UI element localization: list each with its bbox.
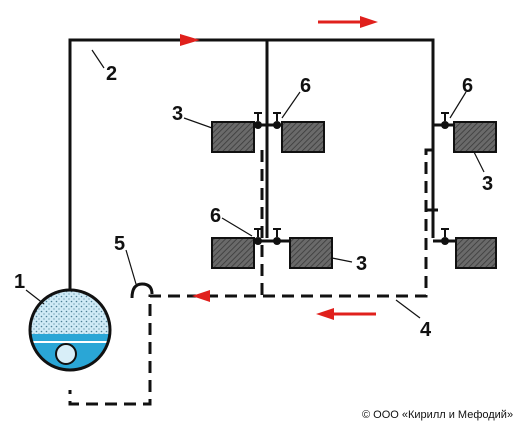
label-expansion: 5 [114, 233, 125, 255]
valve-icon [441, 237, 449, 245]
expansion-hook [130, 282, 154, 299]
label-return-pipe: 4 [420, 319, 432, 341]
arrow-left-icon [192, 290, 210, 302]
radiator-bottom-middle-b [289, 237, 333, 269]
valve-icon [254, 121, 262, 129]
label-radiator-top-left: 3 [172, 103, 183, 125]
copyright-text: © ООО «Кирилл и Мефодий» [362, 409, 513, 421]
return-main-pipe [68, 148, 433, 406]
label-radiator-top-right: 3 [482, 173, 493, 195]
valve-icon [441, 121, 449, 129]
valve-icon [273, 121, 281, 129]
radiator-bottom-right [455, 237, 497, 269]
boiler-burner [55, 343, 77, 365]
label-boiler: 1 [14, 271, 25, 293]
radiator-top-left-b [281, 121, 325, 153]
label-valve-top-right: 6 [462, 75, 473, 97]
arrow-right-icon [318, 16, 378, 28]
label-valve-top-middle: 6 [300, 75, 311, 97]
radiator-top-right [453, 121, 497, 153]
arrow-left-icon [316, 308, 376, 320]
label-supply-pipe: 2 [106, 63, 117, 85]
radiator-bottom-middle-a [211, 237, 255, 269]
valves [254, 112, 449, 245]
arrow-right-icon [180, 34, 200, 46]
radiators [211, 121, 497, 269]
supply-pipes [68, 38, 435, 290]
label-valve-bottom-left: 6 [210, 205, 221, 227]
leader-lines [25, 49, 485, 319]
label-radiator-bottom-middle: 3 [356, 253, 367, 275]
valve-icon [273, 237, 281, 245]
supply-main-pipe [68, 38, 435, 290]
valve-icon [254, 237, 262, 245]
return-pipes [68, 148, 440, 406]
flow-arrows [180, 16, 378, 320]
radiator-top-left-a [211, 121, 255, 153]
